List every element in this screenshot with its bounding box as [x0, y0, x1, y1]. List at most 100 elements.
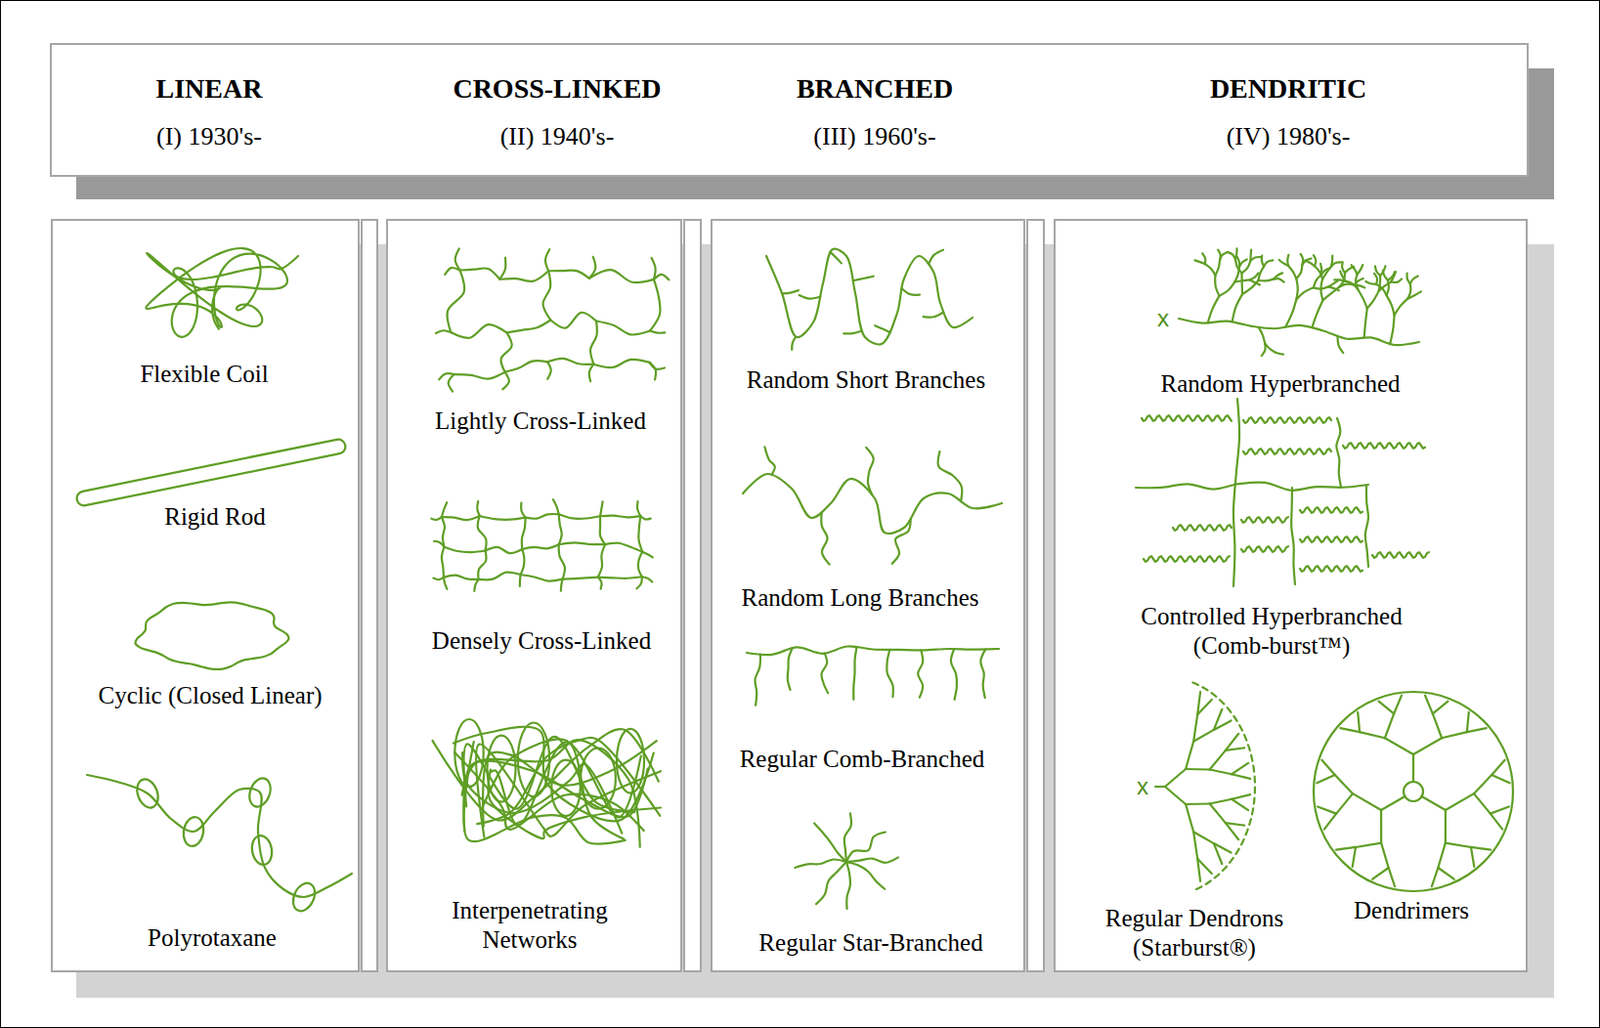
dendron-branch [1165, 786, 1186, 805]
panel-ground [50, 218, 360, 973]
lightly-crosslinked-network [499, 270, 549, 282]
long-branch [938, 451, 963, 502]
densely-crosslinked-network [444, 547, 486, 553]
hyperbranch [1365, 281, 1377, 285]
lightly-crosslinked-network [505, 360, 548, 372]
densely-crosslinked-network [553, 499, 560, 515]
short-branch [799, 295, 822, 300]
dendrimer-branch [1317, 806, 1337, 814]
lightly-crosslinked-network [550, 312, 597, 329]
hyperbranch [1322, 266, 1332, 280]
densely-crosslinked-network [443, 575, 479, 580]
combburst-graft [1241, 546, 1289, 553]
interpenetrating-loop [616, 729, 645, 794]
densely-crosslinked-network [485, 547, 523, 554]
long-branch [865, 447, 874, 495]
dendrimer-branch [1357, 712, 1360, 733]
long-branch [821, 513, 829, 565]
combburst-graft [1172, 524, 1232, 531]
flexible-coil [145, 248, 299, 338]
lightly-crosslinked-network [444, 267, 460, 275]
dendron-branch [1193, 831, 1214, 844]
comb-tooth [980, 648, 986, 698]
comb-backbone [746, 646, 999, 655]
dendron-branch [1185, 768, 1211, 772]
hyperbranch [1264, 344, 1275, 353]
lightly-crosslinked-network [596, 320, 650, 335]
dendrimer-branch [1437, 867, 1455, 880]
dendrimer-branch [1473, 793, 1491, 814]
lightly-crosslinked-network [450, 324, 507, 339]
densely-crosslinked-network [638, 552, 643, 578]
densely-crosslinked-network [559, 514, 601, 519]
dendrimer-branch [1470, 847, 1474, 867]
dendrimer-branch [1467, 728, 1487, 733]
architecture-label: Lightly Cross-Linked [434, 406, 647, 436]
dendron-branch [1193, 730, 1214, 742]
star-arm [816, 862, 847, 905]
dendron-branch [1225, 747, 1245, 750]
densely-crosslinked-network [432, 577, 444, 580]
comb-tooth [886, 649, 893, 697]
lightly-crosslinked-network [455, 249, 461, 271]
comb-tooth [853, 647, 857, 700]
hyperbranch [1390, 278, 1402, 283]
densely-crosslinked-network [441, 516, 480, 520]
lightly-crosslinked-network [649, 362, 665, 370]
dendrimer-branch [1437, 843, 1446, 868]
interpenetrating-loop [487, 735, 517, 803]
combburst-graft [1143, 556, 1230, 563]
densely-crosslinked-network [518, 574, 522, 587]
densely-crosslinked-network [520, 549, 525, 575]
lightly-crosslinked-network [435, 330, 451, 334]
comb-tooth [951, 648, 957, 700]
hyperbranch [1357, 264, 1364, 275]
column-title: BRANCHED [796, 72, 953, 106]
interpenetrating-network [476, 737, 660, 824]
combburst-graft [1241, 517, 1289, 523]
architecture-label: Regular Dendrons (Starburst®) [1081, 904, 1307, 963]
hyperbranch [1241, 260, 1251, 274]
short-branch [928, 250, 944, 265]
dendrimer-branch [1470, 847, 1491, 851]
dendrimer-branch [1372, 867, 1389, 880]
hyperbranch [1287, 255, 1289, 266]
category-panel: Random HyperbranchedControlled Hyperbran… [1053, 218, 1528, 973]
densely-crosslinked-network [521, 544, 559, 550]
dendrimer-branch [1491, 760, 1505, 776]
combburst-chain [1291, 487, 1296, 585]
hyperbranch [1258, 327, 1266, 345]
header-band [50, 43, 1528, 176]
densely-crosslinked-network [637, 501, 641, 517]
dendron-branch [1185, 741, 1194, 770]
hyperbranch [1250, 257, 1261, 261]
dendrimer-branch [1431, 867, 1438, 887]
densely-crosslinked-network [638, 516, 643, 553]
densely-crosslinked-network [431, 517, 442, 520]
hyperbranch [1351, 264, 1358, 274]
hyperbranch [1257, 266, 1264, 281]
combburst-graft [1342, 442, 1426, 449]
interpenetrating-loop [518, 723, 550, 798]
hyperbranch [1410, 275, 1419, 284]
lightly-crosslinked-network [460, 267, 501, 279]
cyclic-chain [135, 602, 290, 670]
lightly-crosslinked-network [502, 372, 510, 390]
combburst-graft [1299, 565, 1363, 572]
star-arm [846, 832, 886, 863]
lightly-crosslinked-network [448, 374, 455, 392]
hyperbranch [1367, 291, 1380, 309]
combburst-backbone [1135, 482, 1369, 491]
densely-crosslinked-network [642, 552, 653, 559]
interpenetrating-loop [551, 760, 580, 817]
lightly-crosslinked-network [438, 373, 454, 380]
column-header: LINEAR(I) 1930's- [156, 72, 263, 152]
dendrimer-branch [1444, 810, 1447, 844]
lightly-crosslinked-network [545, 249, 550, 271]
short-branch [781, 290, 799, 294]
densely-crosslinked-network [598, 577, 603, 590]
dendrimer-surface [1313, 691, 1514, 892]
hyperbranch [1311, 300, 1323, 328]
hyperbranch [1296, 264, 1302, 279]
dendron-focal-stem [1155, 785, 1166, 788]
